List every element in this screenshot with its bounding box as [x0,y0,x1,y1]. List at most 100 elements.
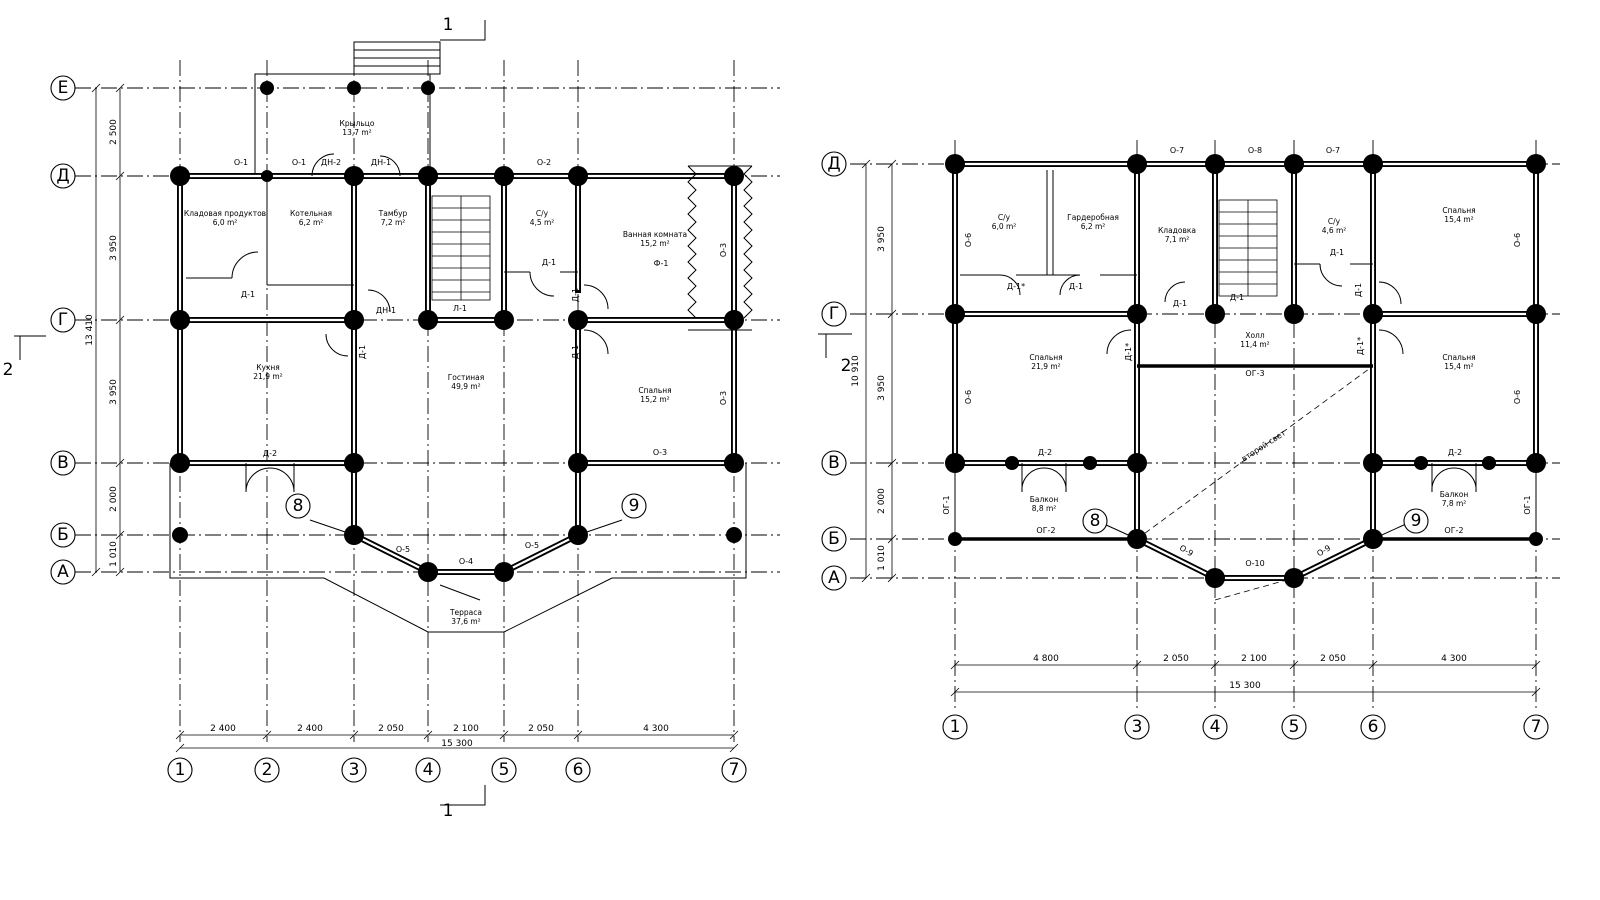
axis-bubble-6: 6 [565,757,591,783]
dimension-label: 2 400 [210,724,236,734]
dimension-label: 2 050 [528,724,554,734]
door-swings-upper [999,263,1477,493]
stair-upper [1218,199,1278,297]
room-name: С/у [1328,217,1341,226]
svg-text:1: 1 [175,760,186,780]
element-mark: О-10 [1245,559,1264,568]
dimension-label: 4 800 [1033,654,1059,664]
section-mark: 2 [3,360,14,380]
svg-text:Б: Б [57,525,69,545]
element-mark: О-1 [292,158,306,167]
room-name: Кладовая продуктов [184,209,266,218]
room-name: Спальня [1029,353,1062,362]
room-area: 37,6 m² [451,617,480,626]
room-name: Котельная [290,209,332,218]
svg-text:7: 7 [1531,717,1542,737]
dimensions-bottom-upper [950,660,1541,697]
axis-bubble-Г: Г [50,307,76,333]
room-name: Крыльцо [340,119,375,128]
room-area: 4,6 m² [1322,226,1347,235]
element-mark: ДН-2 [321,158,341,167]
svg-text:9: 9 [1411,511,1422,531]
axis-bubble-1: 1 [167,757,193,783]
axis-bubble-В: В [821,450,847,476]
element-mark: О-1 [234,158,248,167]
columns-upper [945,154,1546,588]
element-mark: Д-1 [1230,293,1244,302]
room-name: Гостиная [448,373,485,382]
bath-hatched-wall [687,165,753,331]
dimension-label: 3 950 [877,226,887,252]
axis-bubble-Г: Г [821,301,847,327]
element-mark: О-4 [459,557,473,566]
room-area: 15,2 m² [640,239,669,248]
svg-text:Г: Г [829,304,839,324]
columns-ground [170,81,744,582]
element-mark: Д-1 [571,288,580,302]
axis-bubble-Б: Б [821,526,847,552]
section-mark: 1 [443,801,454,821]
room-area: 13,7 m² [342,128,371,137]
element-mark: О-2 [537,158,551,167]
element-mark: ОГ-1 [942,495,951,514]
element-mark: Д-1 [571,345,580,359]
svg-text:7: 7 [729,760,740,780]
room-area: 6,0 m² [992,222,1017,231]
dimension-label: 4 300 [643,724,669,734]
callout-9: 9 [621,493,647,519]
dimension-label: 1 010 [877,545,887,571]
svg-text:А: А [828,568,840,588]
section-mark: 2 [841,356,852,376]
axis-bubble-5: 5 [1281,714,1307,740]
element-mark: Д-1 [1173,299,1187,308]
terrace-outline [169,463,747,633]
svg-text:3: 3 [349,760,360,780]
svg-text:8: 8 [293,496,304,516]
element-mark: О-6 [1513,233,1522,247]
dimensions-left-ground [91,83,125,577]
svg-text:В: В [57,453,69,473]
callout-8: 8 [1082,508,1108,534]
dimension-label: 3 950 [877,375,887,401]
element-mark: Л-1 [453,304,467,313]
callout-8: 8 [285,493,311,519]
element-mark: ОГ-2 [1444,526,1463,535]
svg-text:5: 5 [499,760,510,780]
dimension-total: 15 300 [441,739,473,749]
element-mark: Д-1 [1354,283,1363,297]
svg-text:4: 4 [1210,717,1221,737]
axis-bubble-5: 5 [491,757,517,783]
svg-text:3: 3 [1132,717,1143,737]
room-name: Спальня [1442,206,1475,215]
room-area: 21,9 m² [253,372,282,381]
room-area: 7,2 m² [381,218,406,227]
element-mark: О-7 [1170,146,1184,155]
element-mark: О-6 [964,233,973,247]
plan-ground-floor [14,20,780,806]
element-mark: Д-1 [1069,282,1083,291]
axis-bubble-А: А [50,559,76,585]
room-name: Ванная комната [623,230,687,239]
room-area: 7,1 m² [1165,235,1190,244]
room-name: Кухня [256,363,280,372]
dimension-label: 2 000 [109,486,119,512]
element-mark: О-5 [396,545,410,554]
svg-text:В: В [828,453,840,473]
axis-bubble-1: 1 [942,714,968,740]
element-mark: О-6 [1513,390,1522,404]
element-mark: Д-1* [1356,337,1365,355]
room-area: 7,8 m² [1442,499,1467,508]
dimension-total: 10 910 [851,355,861,387]
svg-text:6: 6 [573,760,584,780]
element-mark: Д-2 [1448,448,1462,457]
svg-text:8: 8 [1090,511,1101,531]
room-area: 21,9 m² [1031,362,1060,371]
dimension-label: 2 050 [1320,654,1346,664]
axis-bubble-2: 2 [254,757,280,783]
dimension-label: 2 050 [1163,654,1189,664]
dimension-label: 2 100 [453,724,479,734]
axis-lines-vertical-upper [954,140,1537,712]
element-mark: О-3 [653,448,667,457]
